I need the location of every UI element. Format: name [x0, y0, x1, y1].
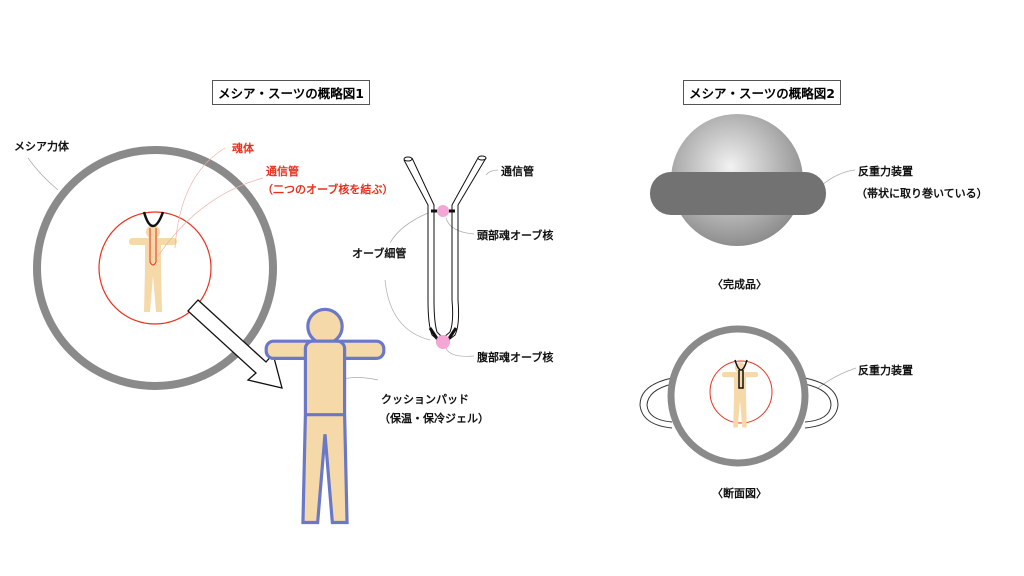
comm-tube-black: [142, 211, 165, 228]
comm-tube-red: [149, 228, 157, 266]
label-soul-body: 魂体: [232, 142, 254, 155]
antigrav-handles: [639, 377, 839, 429]
label-belly-core: 腹部魂オーブ核: [477, 351, 554, 364]
label-comm-tube: 通信管: [266, 165, 299, 178]
section-comm-tube: [734, 359, 748, 389]
label-cushion: クッションパッド: [381, 393, 469, 406]
diagram1-title: メシア・スーツの概略図1: [212, 80, 370, 105]
antigrav-band: [650, 172, 826, 215]
zoom-arrow: [187, 299, 283, 389]
label-cushion-note: （保温・保冷ジェル）: [379, 412, 489, 425]
messiah-body-circle: [33, 146, 277, 390]
leader-lines: [27, 147, 857, 389]
label-complete: 〈完成品〉: [712, 278, 767, 291]
belly-orb-core: [436, 335, 450, 349]
label-orb-tube: オーブ細管: [352, 247, 407, 260]
label-antigrav-2: 反重力装置: [858, 364, 913, 377]
label-antigrav: 反重力装置: [858, 165, 913, 178]
label-comm-tube-note: （二つのオーブ核を結ぶ）: [262, 183, 394, 196]
label-comm-tube-right: 通信管: [501, 165, 534, 178]
label-messiah-body: メシア力体: [14, 140, 69, 153]
label-antigrav-note: （帯状に取り巻いている）: [856, 187, 988, 200]
orb-tube: [403, 155, 487, 343]
cushion-human-figure: [264, 307, 386, 525]
head-orb-core: [437, 205, 449, 217]
label-section: 〈断面図〉: [712, 487, 767, 500]
diagram2-title: メシア・スーツの概略図2: [683, 80, 841, 105]
label-head-core: 頭部魂オーブ核: [477, 229, 554, 242]
